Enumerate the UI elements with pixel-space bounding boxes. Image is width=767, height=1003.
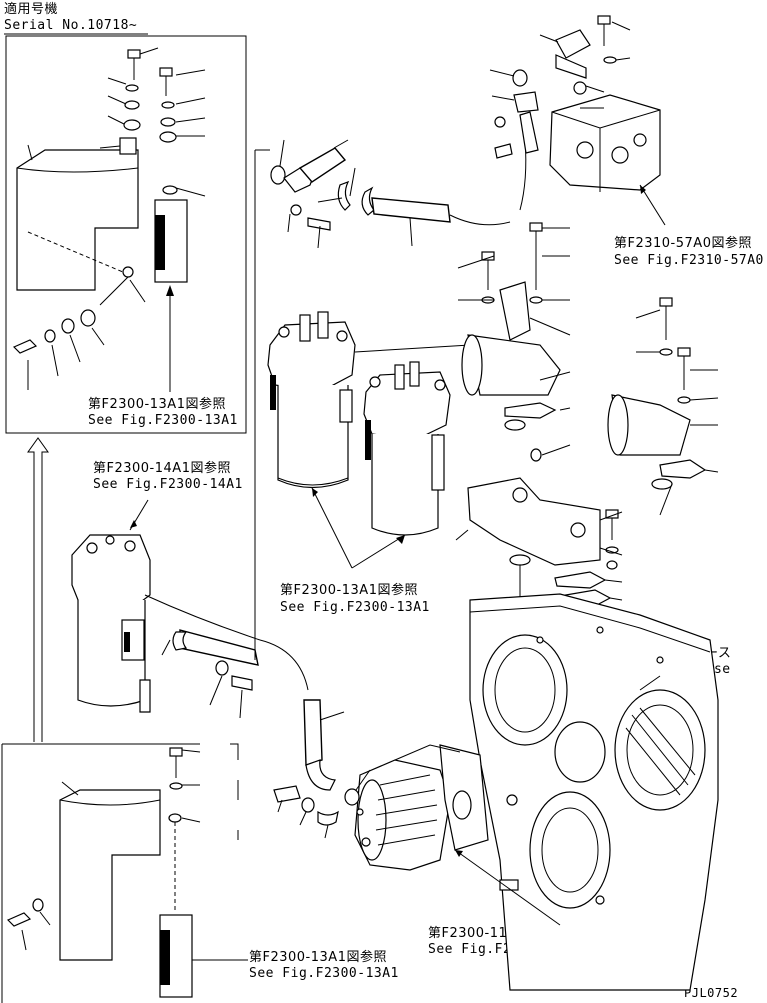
inset-box-top [5,35,247,434]
ref-f2310-en: See Fig.F2310-57A0 [614,253,764,268]
ref-inset-bottom-en: See Fig.F2300-13A1 [249,966,399,981]
filter-pair-center [267,311,471,569]
assembly-arrow [27,437,49,742]
ref-inset-top-en: See Fig.F2300-13A1 [88,413,238,428]
ref-inset-bottom-jp: 第F2300-13A1図参照 [249,950,387,965]
reference-leaders [254,149,270,660]
drawing-code: PJL0752 [684,986,739,1000]
ref-f2310-jp: 第F2310-57A0図参照 [614,236,752,251]
ref-filters-jp: 第F2300-13A1図参照 [280,583,418,598]
valve-assembly [489,15,666,226]
ref-f14-jp: 第F2300-14A1図参照 [93,461,231,476]
applicable-models-label: 適用号機 [4,2,59,17]
ref-inset-top-jp: 第F2300-13A1図参照 [88,397,226,412]
inset-box-bottom [1,743,248,1003]
ref-filters-en: See Fig.F2300-13A1 [280,600,430,615]
brackets-right [455,222,719,607]
upper-piping [270,139,527,249]
ref-f14-en: See Fig.F2300-14A1 [93,477,243,492]
filter-assembly-left [71,499,345,791]
hydraulic-pump [273,744,561,926]
pto-case [469,593,719,991]
serial-number-label: Serial No.10718~ [4,18,138,33]
